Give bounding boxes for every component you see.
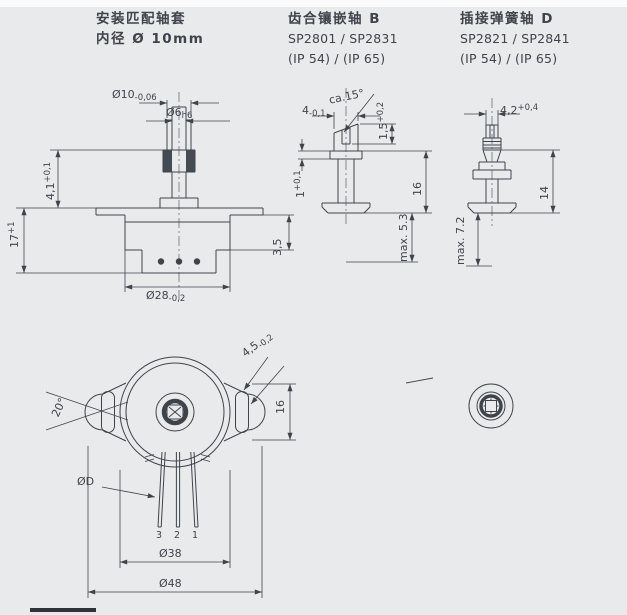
right-wing-slot xyxy=(235,391,249,433)
dim-value: Ø48 xyxy=(159,577,182,590)
dim-sleeve-height-4-1: 4,1+0,1 xyxy=(43,161,57,201)
dim-value: 4 xyxy=(302,104,309,117)
dim-tolerance: +0,1 xyxy=(293,170,303,191)
section-view-adapter xyxy=(16,92,294,300)
adapter-outline xyxy=(95,106,264,274)
dim-slot-width-4: 4-0,1 xyxy=(302,105,326,119)
pin-label-1: 1 xyxy=(192,530,199,541)
terminal-pins xyxy=(157,451,199,528)
header-adapter-bore: 内径 Ø 10mm xyxy=(96,31,205,47)
pin-label-2: 2 xyxy=(174,530,181,541)
left-wing xyxy=(84,382,127,442)
shaft-d-outline xyxy=(467,124,517,214)
dim-body-d28: Ø28-0,2 xyxy=(146,290,185,304)
body-outer-circle xyxy=(119,356,231,468)
hub-ring xyxy=(161,398,189,426)
connector-pin-dot xyxy=(193,258,201,265)
end-outer-circle xyxy=(468,383,514,429)
dim-value: Ø38 xyxy=(159,547,182,560)
dim-shaft-d6: Ø6h6 xyxy=(166,107,192,121)
dim-value: max. 5.3 xyxy=(397,213,410,262)
dim-collar-step-1: 1+0,1 xyxy=(293,170,307,198)
dim-body-height-17: 17+1 xyxy=(7,221,21,248)
dim-circle-d38: Ø38 xyxy=(159,548,182,559)
side-view-shaft-d xyxy=(464,98,560,267)
header-shaft-d-title: 插接弹簧轴 D xyxy=(460,11,554,27)
sheet-top-margin xyxy=(0,0,627,7)
header-shaft-d-ip: (IP 54) / (IP 65) xyxy=(460,51,558,66)
front-view-shaft-end xyxy=(405,377,514,429)
dim-value: 1 xyxy=(294,191,307,198)
dim-tolerance: +1 xyxy=(7,221,17,234)
dim-value: 4,1 xyxy=(44,182,57,201)
dim-max-5-3: max. 5.3 xyxy=(397,213,410,262)
connector-pin-dot xyxy=(175,258,183,265)
hub-circle xyxy=(155,392,195,432)
dim-tolerance: +0,2 xyxy=(376,101,386,123)
pin-label-3: 3 xyxy=(156,530,163,541)
front-view-body xyxy=(45,356,296,598)
dim-max-7-2: max. 7.2 xyxy=(454,216,467,265)
end-mid-circle xyxy=(476,391,506,421)
extension-lines xyxy=(16,100,294,292)
dim-value: 3,5 xyxy=(271,238,284,257)
sleeve-hatch-right xyxy=(186,150,195,172)
reference-tick xyxy=(405,377,434,384)
right-wing xyxy=(223,382,266,442)
dim-wing-height-16: 16 xyxy=(274,400,287,414)
dim-value: 4,2 xyxy=(500,104,518,117)
equality-marks xyxy=(144,454,211,462)
sleeve-hatch-left xyxy=(163,150,172,172)
dim-tolerance: -0,1 xyxy=(309,109,326,119)
dim-value: 16 xyxy=(274,400,287,414)
header-shaft-b-ip: (IP 54) / (IP 65) xyxy=(288,51,386,66)
dim-value: 1,5 xyxy=(377,122,390,141)
header-shaft-b-title: 齿合镶嵌轴 B xyxy=(288,11,381,27)
dim-value: ØD xyxy=(77,475,95,488)
dim-step-3-5: 3,5 xyxy=(271,238,284,257)
dim-tolerance: -0,06 xyxy=(134,93,157,103)
dimension-lines xyxy=(21,100,292,290)
body-inner-circle xyxy=(125,362,225,462)
drive-square xyxy=(166,404,184,420)
dim-tolerance: h6 xyxy=(181,111,193,121)
dim-value: 14 xyxy=(538,186,551,200)
dimension-lines xyxy=(88,356,293,595)
dim-tolerance: +0,4 xyxy=(517,103,539,113)
header-shaft-d-models: SP2821 / SP2841 xyxy=(460,31,570,46)
dim-tolerance: +0,1 xyxy=(43,161,53,183)
page-edge-artifact xyxy=(30,608,96,612)
dim-shaft-b-length-16: 16 xyxy=(411,182,424,196)
dim-value: Ø10 xyxy=(112,88,135,101)
dim-value: 16 xyxy=(411,182,424,196)
extension-lines xyxy=(87,383,296,598)
dimension-lines xyxy=(464,111,556,266)
header-shaft-b-models: SP2801 / SP2831 xyxy=(288,31,398,46)
end-ring xyxy=(479,394,503,418)
extension-lines xyxy=(466,110,560,267)
dim-overall-d48: Ø48 xyxy=(159,578,182,589)
wing-angle-lines xyxy=(45,391,129,431)
end-square xyxy=(483,398,499,414)
connector-pin-dot xyxy=(157,258,165,265)
dim-sleeve-outer-d10: Ø10-0,06 xyxy=(112,89,157,103)
dim-value: max. 7.2 xyxy=(454,216,467,265)
dim-value: Ø28 xyxy=(146,289,169,302)
dimension-lines xyxy=(299,93,429,262)
dim-value: Ø6 xyxy=(166,106,182,119)
dim-shaft-d-length-14: 14 xyxy=(538,186,551,200)
left-wing-slot xyxy=(101,391,115,433)
header-adapter-title: 安装匹配轴套 xyxy=(96,11,186,27)
dim-pin-diameter-d: ØD xyxy=(77,476,94,487)
dim-slot-depth-1-5: 1,5+0,2 xyxy=(376,101,390,141)
dim-slot-width-4-2: 4,2+0,4 xyxy=(500,104,538,116)
dim-value: 17 xyxy=(8,234,21,248)
dim-tolerance: -0,2 xyxy=(168,294,186,304)
side-view-shaft-b xyxy=(298,88,432,263)
